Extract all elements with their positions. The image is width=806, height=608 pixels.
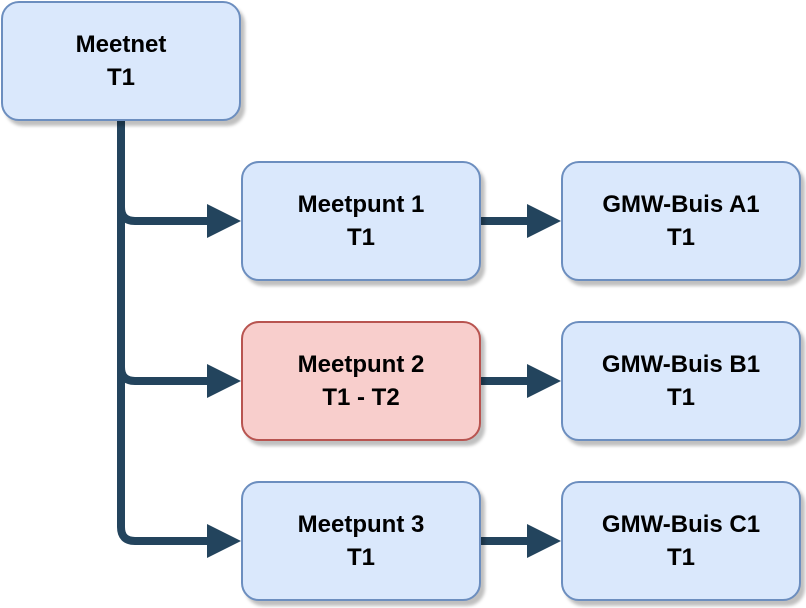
arrowhead-gmw-a1 — [527, 204, 561, 238]
node-subtitle: T1 — [106, 64, 135, 91]
node-title: Meetpunt 1 — [297, 191, 425, 218]
edge-root-to-meetpunt1 — [117, 121, 213, 225]
node-gmw-buis-b1[interactable]: GMW-Buis B1 T1 — [561, 321, 801, 441]
arrowhead-gmw-c1 — [527, 524, 561, 558]
node-gmw-buis-a1[interactable]: GMW-Buis A1 T1 — [561, 161, 801, 281]
node-meetpunt-1[interactable]: Meetpunt 1 T1 — [241, 161, 481, 281]
node-subtitle: T1 — [666, 224, 695, 251]
arrowhead-meetpunt1 — [207, 204, 241, 238]
node-meetpunt-3[interactable]: Meetpunt 3 T1 — [241, 481, 481, 601]
node-title: GMW-Buis C1 — [601, 511, 761, 538]
node-title: Meetpunt 3 — [297, 511, 425, 538]
node-gmw-buis-c1[interactable]: GMW-Buis C1 T1 — [561, 481, 801, 601]
edge-root-to-meetpunt3 — [117, 367, 213, 545]
node-subtitle: T1 — [666, 544, 695, 571]
arrowhead-meetpunt3 — [207, 524, 241, 558]
node-subtitle: T1 — [346, 544, 375, 571]
arrowhead-meetpunt2 — [207, 364, 241, 398]
arrowhead-gmw-b1 — [527, 364, 561, 398]
node-title: GMW-Buis A1 — [602, 191, 760, 218]
node-meetpunt-2[interactable]: Meetpunt 2 T1 - T2 — [241, 321, 481, 441]
node-subtitle: T1 - T2 — [322, 384, 400, 411]
node-subtitle: T1 — [666, 384, 695, 411]
edge-root-to-meetpunt2 — [117, 207, 213, 385]
node-meetnet[interactable]: Meetnet T1 — [1, 1, 241, 121]
node-title: GMW-Buis B1 — [601, 351, 761, 378]
node-title: Meetpunt 2 — [297, 351, 425, 378]
node-subtitle: T1 — [346, 224, 375, 251]
node-title: Meetnet — [75, 31, 167, 58]
